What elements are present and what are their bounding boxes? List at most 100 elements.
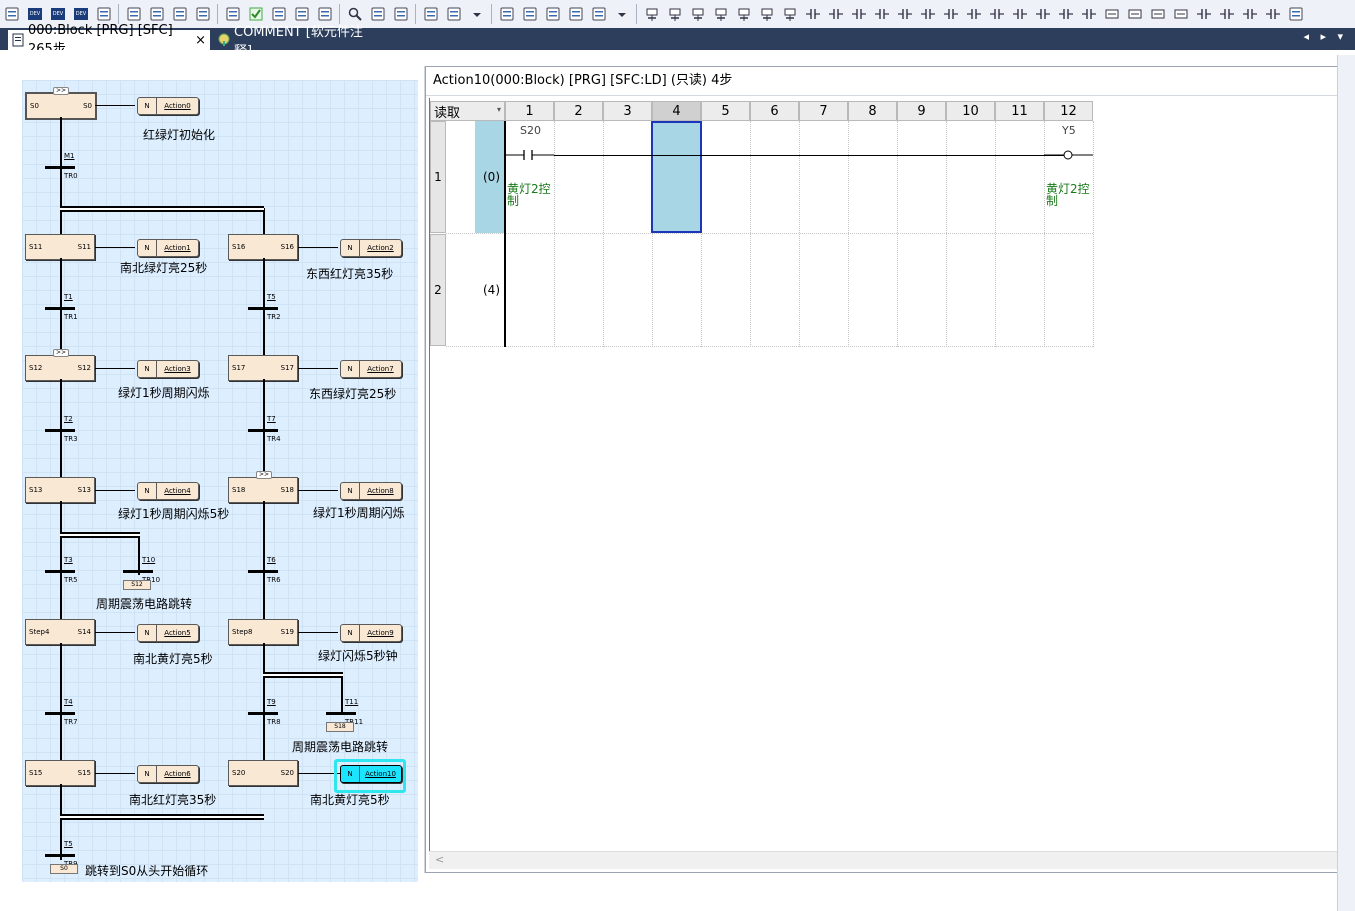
jump-target-s12[interactable]: S12 <box>123 580 151 590</box>
transition-bar[interactable] <box>248 307 278 310</box>
contact-button[interactable] <box>1010 5 1029 24</box>
contact-button[interactable] <box>1194 5 1213 24</box>
box-button[interactable] <box>1148 5 1167 24</box>
dropdown-button[interactable] <box>612 5 631 24</box>
write-button[interactable] <box>223 5 242 24</box>
transition-bar[interactable] <box>45 429 75 432</box>
convert-button[interactable] <box>269 5 288 24</box>
contact-button[interactable] <box>941 5 960 24</box>
watch-button[interactable] <box>1286 5 1305 24</box>
transition-bar[interactable] <box>45 166 75 169</box>
contact-button[interactable] <box>1079 5 1098 24</box>
transition-bar[interactable] <box>45 570 75 573</box>
transition-bar[interactable] <box>45 307 75 310</box>
sfc-step-button[interactable] <box>688 5 707 24</box>
contact-button[interactable] <box>987 5 1006 24</box>
scroll-left-icon[interactable]: < <box>435 853 445 866</box>
dev-button[interactable]: DEV <box>71 5 90 24</box>
ld-cursor[interactable] <box>651 121 702 233</box>
search-button[interactable] <box>345 5 364 24</box>
print-button[interactable] <box>444 5 463 24</box>
contact-button[interactable] <box>849 5 868 24</box>
contact-button[interactable] <box>1033 5 1052 24</box>
sfc-step-button[interactable] <box>734 5 753 24</box>
layout-button[interactable] <box>589 5 608 24</box>
mode-select[interactable]: 读取 ▾ <box>430 101 505 121</box>
layout-button[interactable] <box>566 5 585 24</box>
transition-bar[interactable] <box>45 712 75 715</box>
ld-row-header[interactable]: 1 <box>430 121 446 233</box>
copy-button[interactable] <box>193 5 212 24</box>
box-button[interactable] <box>1171 5 1190 24</box>
grid-button[interactable] <box>94 5 113 24</box>
transition-bar[interactable] <box>45 854 75 857</box>
close-icon[interactable]: × <box>195 32 206 48</box>
layout-button[interactable] <box>497 5 516 24</box>
layout-button[interactable] <box>543 5 562 24</box>
print-button[interactable] <box>421 5 440 24</box>
contact-button[interactable] <box>895 5 914 24</box>
sfc-step-button[interactable] <box>642 5 661 24</box>
sfc-step-button[interactable] <box>665 5 684 24</box>
sfc-step-button[interactable] <box>711 5 730 24</box>
transition-bar[interactable] <box>123 570 153 573</box>
contact-button[interactable] <box>964 5 983 24</box>
watch-button[interactable] <box>315 5 334 24</box>
transition-bar[interactable] <box>326 712 356 715</box>
list-button[interactable] <box>170 5 189 24</box>
output-coil-icon[interactable] <box>1044 149 1093 161</box>
transition-bar[interactable] <box>248 570 278 573</box>
contact-button[interactable] <box>872 5 891 24</box>
tab-comment[interactable]: COMMENT [软元件注释] <box>214 25 384 59</box>
contact-button[interactable] <box>803 5 822 24</box>
contact-button[interactable] <box>826 5 845 24</box>
ld-row-header[interactable]: 2 <box>430 234 446 346</box>
contact-button[interactable] <box>1217 5 1236 24</box>
jump-target-s18[interactable]: S18 <box>326 722 354 732</box>
horizontal-scrollbar[interactable]: < > <box>429 851 1353 869</box>
print-button[interactable] <box>391 5 410 24</box>
box-button[interactable] <box>1102 5 1121 24</box>
contact-button[interactable] <box>918 5 937 24</box>
dev-button[interactable]: DEV <box>48 5 67 24</box>
tool-button[interactable] <box>292 5 311 24</box>
jump-target-s0[interactable]: S0 <box>50 864 78 874</box>
program-button[interactable] <box>2 5 21 24</box>
layout-button[interactable] <box>520 5 539 24</box>
transition-bar[interactable] <box>248 429 278 432</box>
tab-sfc-block[interactable]: 000:Block [PRG] [SFC] 265步 × <box>8 23 210 57</box>
no-contact-icon[interactable] <box>505 149 554 161</box>
transition-bar[interactable] <box>248 712 278 715</box>
contact-button[interactable] <box>1056 5 1075 24</box>
window-button[interactable] <box>368 5 387 24</box>
monitor-button[interactable] <box>124 5 143 24</box>
box-button[interactable] <box>1125 5 1144 24</box>
sfc-step-button[interactable] <box>780 5 799 24</box>
dev-button[interactable]: DEV <box>25 5 44 24</box>
tab-scroll-arrows[interactable]: ◂ ▸ ▾ <box>1303 30 1347 43</box>
monitor-button[interactable] <box>147 5 166 24</box>
dropdown-button[interactable] <box>467 5 486 24</box>
contact-button[interactable] <box>1240 5 1259 24</box>
